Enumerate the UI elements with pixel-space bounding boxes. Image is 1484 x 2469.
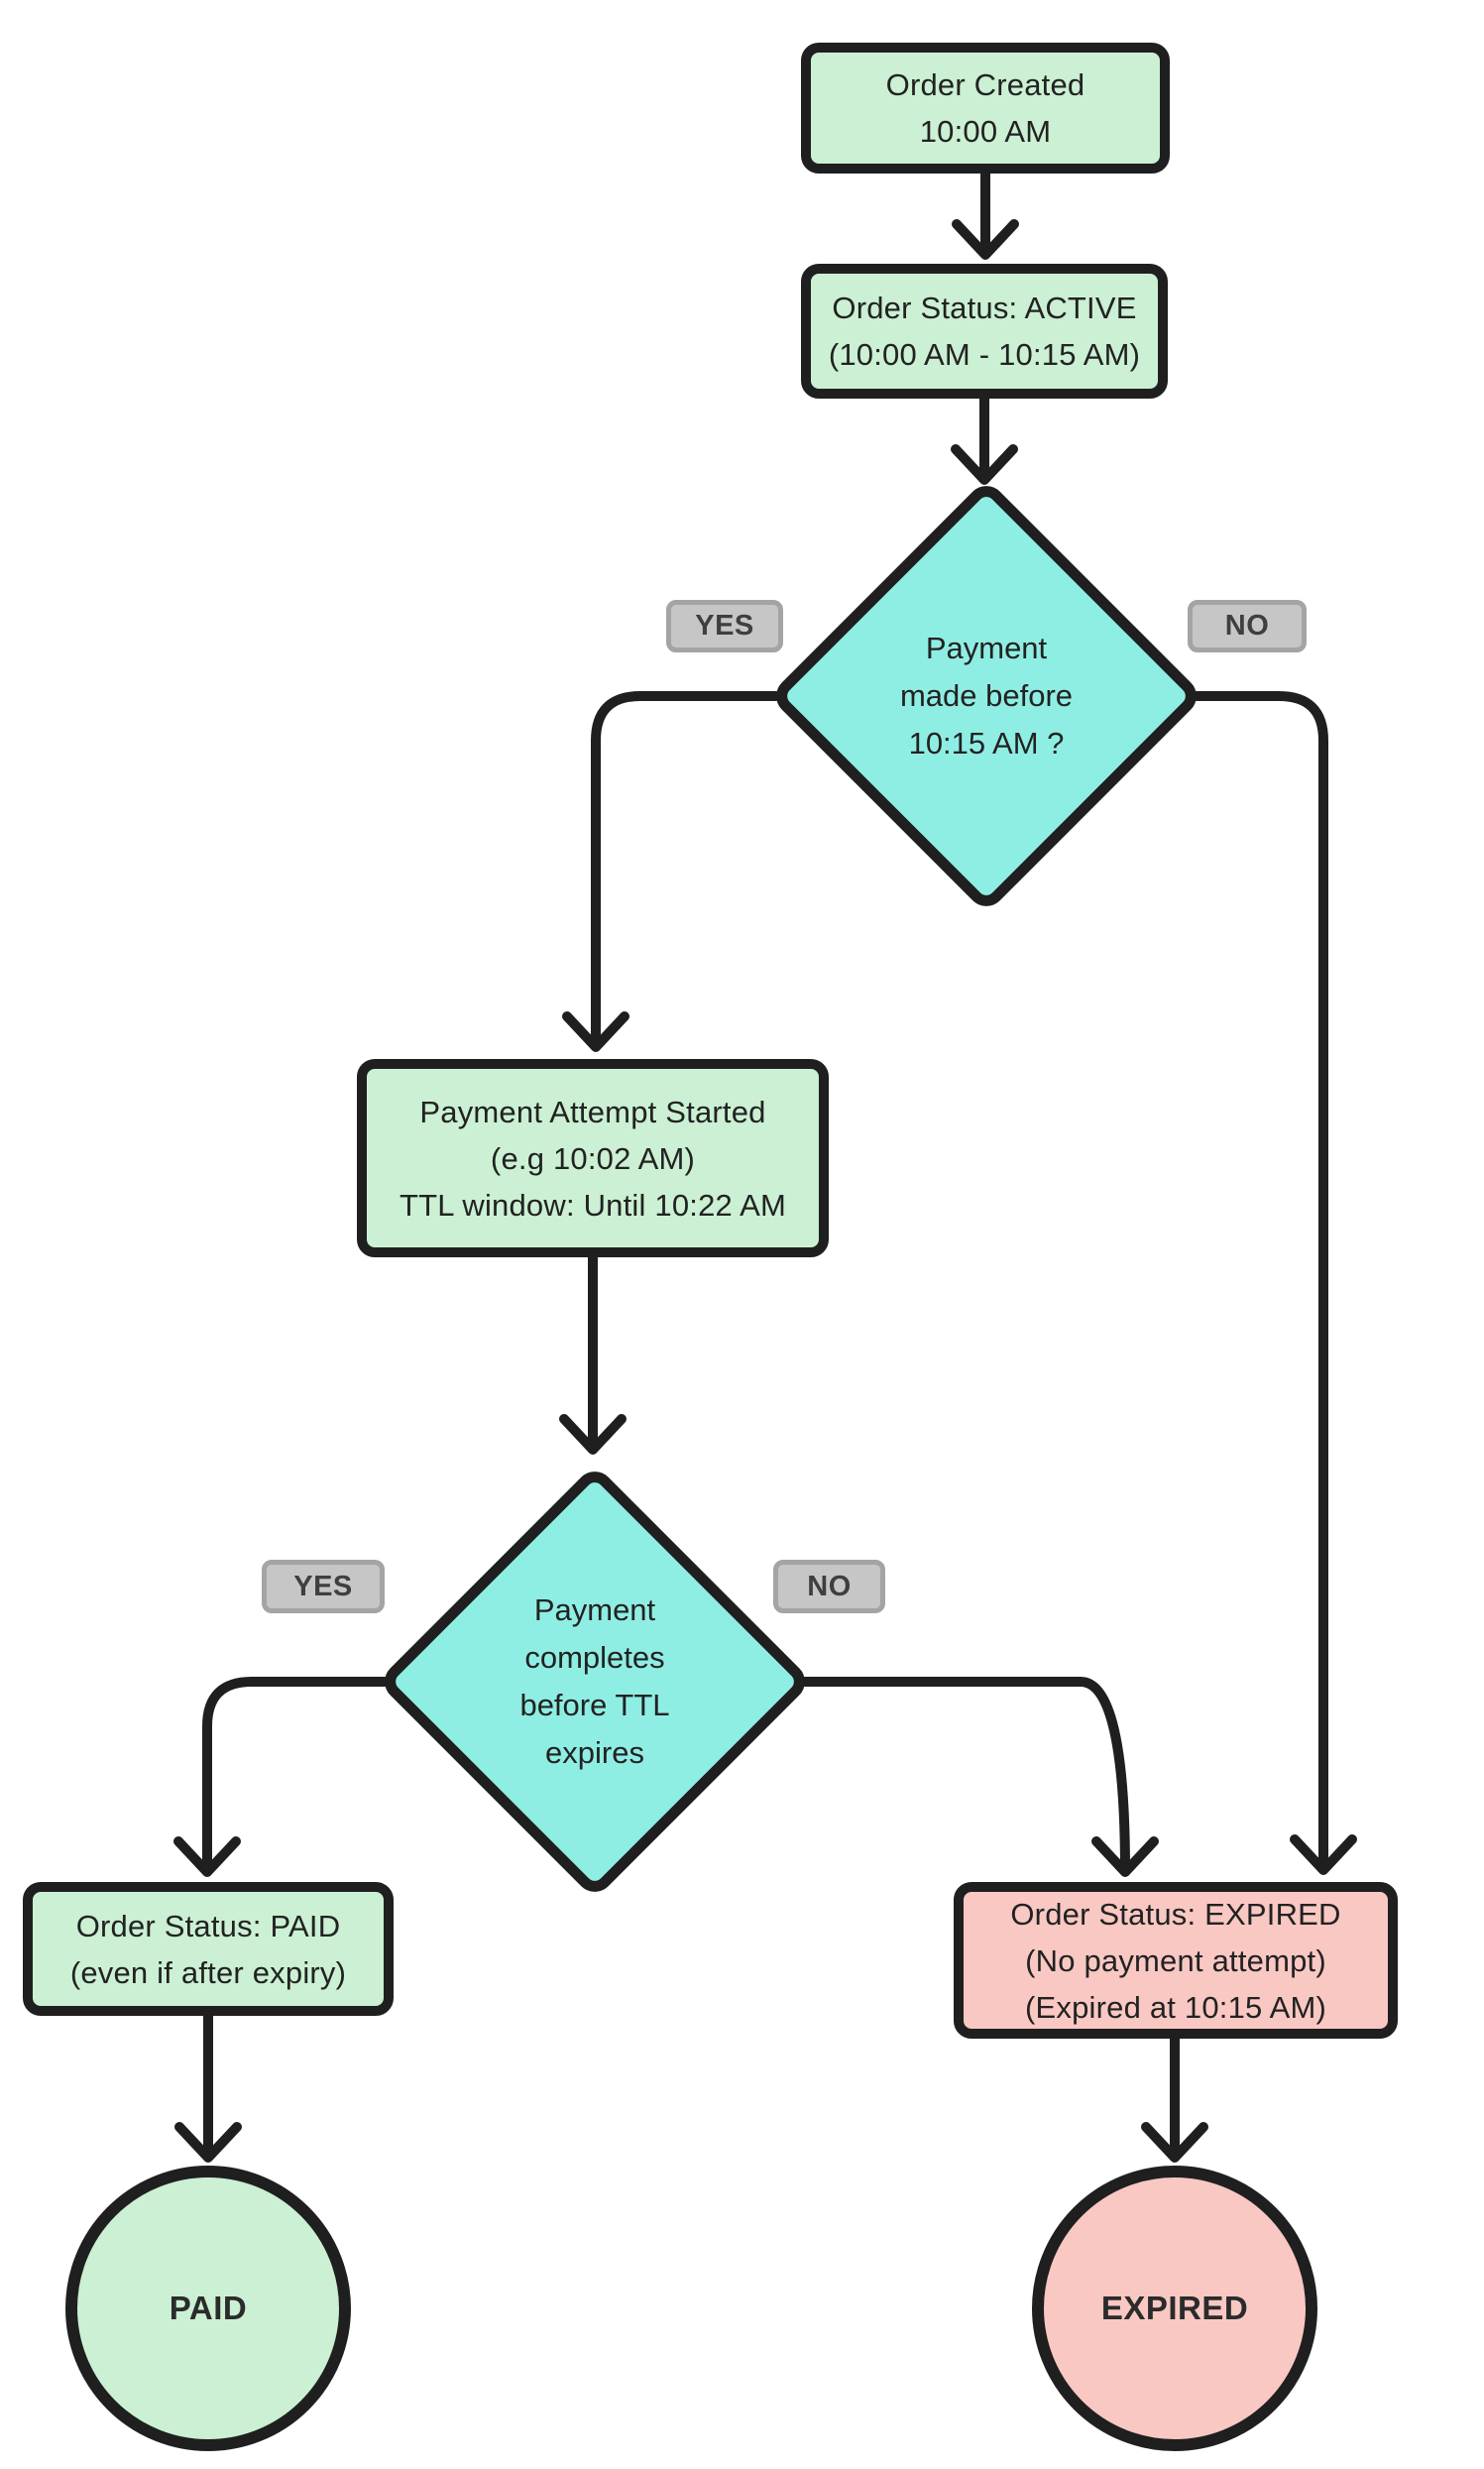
node-line: TTL window: Until 10:22 AM bbox=[400, 1187, 786, 1223]
arrow-expired-box-to-circle bbox=[1141, 2034, 1208, 2163]
node-line: Order Status: EXPIRED bbox=[1010, 1896, 1341, 1932]
node-line: Payment Attempt Started bbox=[419, 1094, 766, 1129]
decision-line: Payment bbox=[925, 631, 1048, 665]
node-order-paid: Order Status: PAID (even if after expiry… bbox=[23, 1882, 394, 2016]
edge-label-no-1: NO bbox=[1188, 600, 1307, 652]
decision-line: made before bbox=[899, 678, 1074, 713]
arrow-created-to-active bbox=[952, 169, 1019, 260]
decision2-text: Payment completes before TTL expires bbox=[436, 1553, 753, 1811]
edge-decision1-no bbox=[1192, 691, 1357, 1875]
expired-terminal-label: EXPIRED bbox=[1100, 2290, 1249, 2326]
node-payment-attempt: Payment Attempt Started (e.g 10:02 AM) T… bbox=[357, 1059, 829, 1257]
edge-label-yes-2: YES bbox=[262, 1560, 385, 1613]
decision-line: Payment bbox=[533, 1592, 656, 1627]
node-line: Order Created bbox=[885, 67, 1085, 102]
node-line: Order Status: PAID bbox=[75, 1908, 341, 1943]
edge-decision2-yes bbox=[173, 1677, 390, 1877]
node-line: 10:00 AM bbox=[919, 114, 1052, 149]
decision-line: expires bbox=[545, 1735, 644, 1770]
decision1-text: Payment made before 10:15 AM ? bbox=[828, 587, 1145, 805]
edge-decision1-yes bbox=[562, 691, 781, 1052]
node-line: (No payment attempt) bbox=[1025, 1942, 1326, 1978]
node-line: (even if after expiry) bbox=[69, 1954, 347, 1990]
arrow-active-to-decision1 bbox=[951, 390, 1018, 485]
node-line: (10:00 AM - 10:15 AM) bbox=[828, 337, 1141, 372]
decision-line: completes bbox=[524, 1640, 665, 1675]
node-line: (Expired at 10:15 AM) bbox=[1024, 1989, 1326, 2025]
node-line: (e.g 10:02 AM) bbox=[490, 1140, 696, 1176]
node-order-created: Order Created 10:00 AM bbox=[801, 43, 1170, 174]
decision-line: 10:15 AM ? bbox=[908, 726, 1065, 761]
edge-label-no-2: NO bbox=[773, 1560, 885, 1613]
arrow-paid-box-to-circle bbox=[174, 2011, 242, 2163]
node-line: Order Status: ACTIVE bbox=[832, 291, 1137, 325]
node-order-active: Order Status: ACTIVE (10:00 AM - 10:15 A… bbox=[801, 264, 1168, 399]
decision-line: before TTL bbox=[519, 1688, 670, 1722]
node-order-expired: Order Status: EXPIRED (No payment attemp… bbox=[954, 1882, 1398, 2039]
edge-decision2-no bbox=[800, 1677, 1159, 1877]
edge-label-yes-1: YES bbox=[666, 600, 783, 652]
arrow-attempt-to-decision2 bbox=[559, 1252, 627, 1455]
paid-terminal-label: PAID bbox=[169, 2290, 248, 2326]
